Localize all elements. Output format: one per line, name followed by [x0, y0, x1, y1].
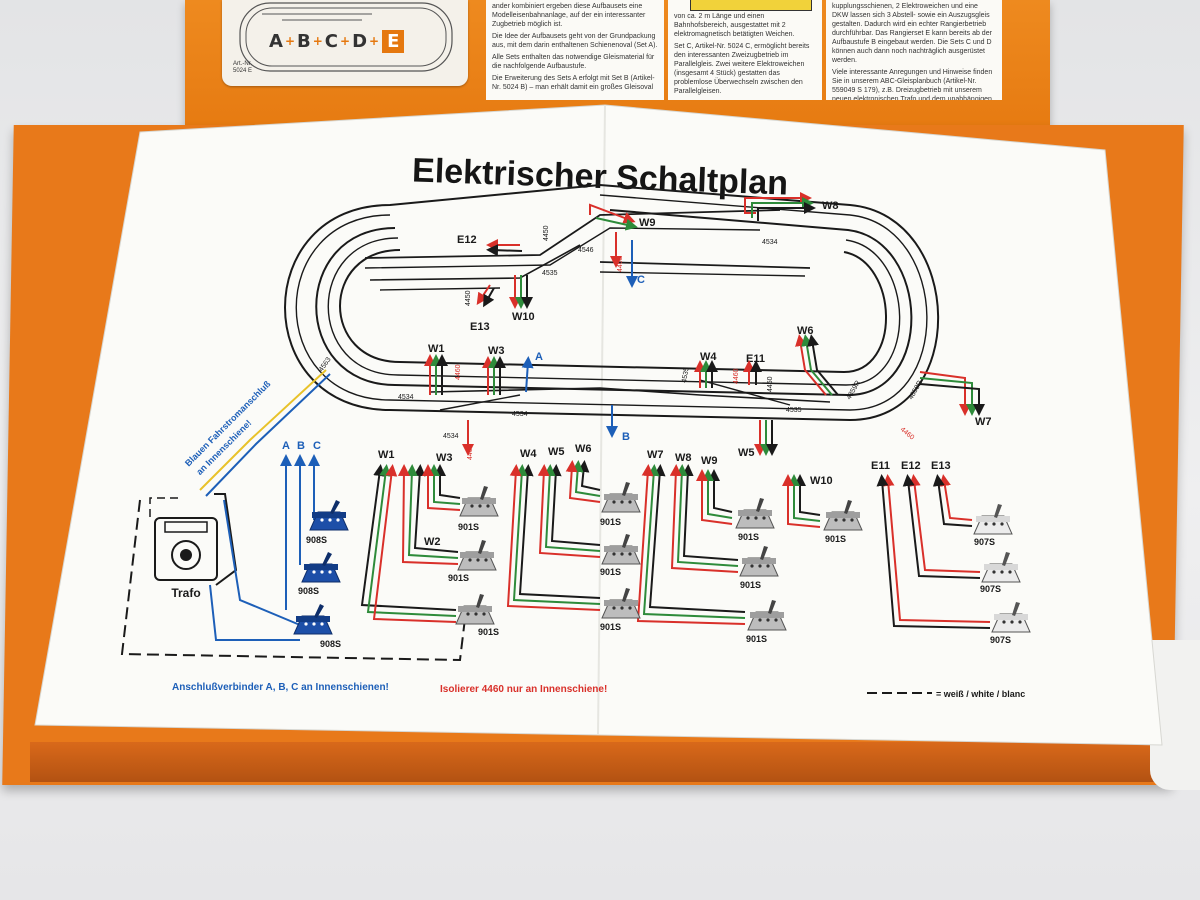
switch-label-907s: 907S [980, 584, 1001, 594]
switch-label-908s: 908S [320, 639, 341, 649]
switch-label-908s: 908S [306, 535, 327, 545]
set-letter-c: C [324, 30, 339, 52]
part-4460: 4460 [455, 364, 462, 380]
switch-label-907s: 907S [974, 537, 995, 547]
box-base-edge [30, 742, 1180, 782]
lid-text-column-2: von ca. 2 m Länge und einen Bahnhofsbere… [668, 0, 822, 100]
trafo-label: Trafo [171, 586, 200, 600]
part-4535: 4535 [542, 270, 558, 277]
panel-label-w1: W1 [378, 449, 395, 461]
label-w9: W9 [639, 217, 656, 229]
panel-label-w2: W2 [424, 536, 441, 548]
panel-label-w3: W3 [436, 452, 453, 464]
track-layout [284, 183, 940, 422]
legend-text: = weiß / white / blanc [936, 689, 1025, 699]
switch-label-901s: 901S [600, 622, 621, 632]
lid-yellow-strip [690, 0, 812, 11]
part-4460: 4460 [733, 368, 740, 384]
lid-text-column-3: kupplungsschienen, 2 Elektroweichen und … [826, 0, 1002, 100]
switch-label-907s: 907S [990, 635, 1011, 645]
wiring-diagram-sheet: Elektrischer Schaltplan W8 W9 E12 E13 W1… [34, 104, 1163, 746]
switch-label-901s: 901S [458, 522, 479, 532]
part-4450: 4450 [465, 290, 472, 306]
part-4535: 4535 [786, 407, 802, 414]
label-w6: W6 [797, 325, 814, 337]
label-w10: W10 [512, 311, 535, 323]
plus-icon: + [369, 34, 380, 48]
lid-track-oval [239, 2, 453, 72]
part-4534: 4534 [762, 239, 778, 246]
panel-label-w4: W4 [520, 448, 537, 460]
part-4534: 4534 [512, 411, 528, 418]
abc-label-c: C [313, 440, 321, 452]
set-letters: A + B + C + D + E [268, 27, 405, 55]
footer-blue-note: Anschlußverbinder A, B, C an Innenschien… [172, 682, 389, 693]
switch-label-901s: 901S [825, 534, 846, 544]
abc-label-b: B [297, 440, 305, 452]
switch-label-901s: 901S [478, 627, 499, 637]
track-wires [424, 192, 985, 456]
label-e12: E12 [457, 234, 477, 246]
plus-icon: + [340, 34, 351, 48]
panel-label-w5: W5 [548, 446, 565, 458]
lid-text-column-1: ander kombiniert ergeben diese Aufbauset… [486, 0, 664, 100]
panel-label-w6: W6 [575, 443, 592, 455]
part-4534: 4534 [443, 433, 459, 440]
part-4460: 4460 [617, 256, 624, 272]
panel-label-w8: W8 [675, 452, 692, 464]
set-letter-e: E [382, 29, 405, 53]
switch-label-901s: 901S [740, 580, 761, 590]
switch-label-901s: 901S [746, 634, 767, 644]
article-number: Art.-Nr. 5024 E [233, 61, 253, 74]
set-letter-d: D [352, 30, 368, 52]
label-b: B [622, 431, 630, 443]
dashed-common-wire [120, 499, 467, 662]
panel-label-e11: E11 [871, 460, 890, 472]
trafo-output-wire [214, 493, 238, 586]
label-c: C [637, 274, 645, 286]
label-w3: W3 [488, 345, 505, 357]
label-a: A [535, 351, 543, 363]
panel-label-w7: W7 [647, 449, 664, 461]
label-w8: W8 [822, 200, 839, 212]
label-e13: E13 [470, 321, 490, 333]
abc-label-a: A [282, 440, 290, 452]
part-4450: 4450 [767, 376, 774, 392]
switch-label-901s: 901S [738, 532, 759, 542]
trafo-ground-wire [149, 497, 178, 520]
part-4534: 4534 [398, 394, 414, 401]
set-letter-b: B [297, 30, 311, 52]
set-letter-a: A [269, 30, 283, 52]
switch-label-908s: 908S [298, 586, 319, 596]
paper [34, 104, 1163, 746]
trafo: Trafo [154, 517, 218, 600]
panel-label-w10: W10 [810, 475, 833, 487]
plus-icon: + [312, 34, 323, 48]
power-feed-wires [199, 369, 331, 497]
panel-label-e12: E12 [901, 460, 921, 472]
label-w4: W4 [700, 351, 717, 363]
part-4546: 4546 [578, 247, 594, 254]
panel-label-e13: E13 [931, 460, 951, 472]
label-w7: W7 [975, 416, 992, 428]
label-w1: W1 [428, 343, 445, 355]
label-e11: E11 [746, 353, 765, 365]
label-w5: W5 [738, 447, 755, 459]
panel-wires [360, 460, 991, 629]
switch-label-901s: 901S [448, 573, 469, 583]
plus-icon: + [284, 34, 295, 48]
lid-set-card [222, 0, 468, 86]
switch-label-901s: 901S [600, 567, 621, 577]
part-4450: 4450 [543, 225, 550, 241]
abc-wires [209, 454, 320, 641]
panel-label-w9: W9 [701, 455, 718, 467]
part-4535: 4535 [681, 367, 691, 384]
switch-label-901s: 901S [600, 517, 621, 527]
footer-red-note: Isolierer 4460 nur an Innenschiene! [440, 684, 607, 695]
